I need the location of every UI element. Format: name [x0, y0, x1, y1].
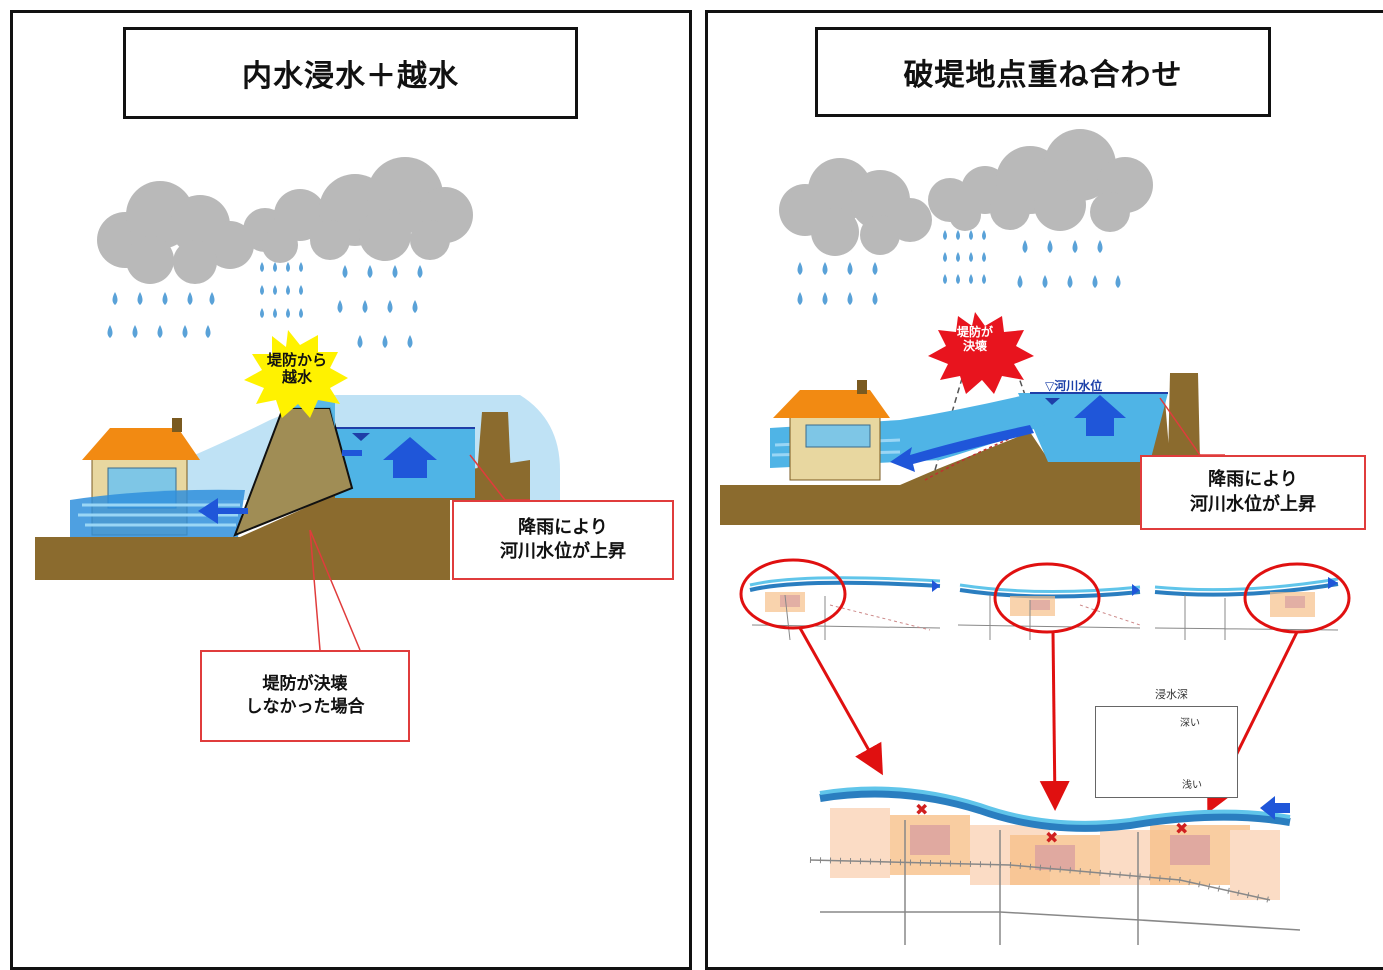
legend-deep-label: 深い: [1180, 718, 1200, 729]
right-flow-arrow: [890, 425, 1034, 472]
left-right-bank: [475, 412, 512, 500]
right-clouds: [779, 129, 1153, 256]
combined-map: ✖ ✖ ✖: [809, 786, 1301, 945]
legend-shallow-label: 浅い: [1182, 780, 1202, 791]
right-callout-rain: 降雨により 河川水位が上昇: [1140, 455, 1366, 530]
right-burst-text: 堤防が 決壊: [956, 325, 993, 353]
right-panel-title: 破堤地点重ね合わせ: [815, 27, 1271, 117]
svg-text:✖: ✖: [915, 800, 928, 819]
right-rain: [797, 230, 1121, 305]
right-right-bank: [1168, 373, 1200, 462]
left-panel-title: 内水浸水＋越水: [123, 27, 578, 119]
legend-title: 浸水深: [1155, 688, 1188, 701]
right-house: [773, 380, 890, 481]
right-burst: [928, 312, 1034, 394]
left-callout-levee-pointer: [309, 529, 361, 651]
mini-circle-1: [739, 558, 847, 630]
left-clouds: [97, 157, 473, 284]
svg-text:✖: ✖: [1045, 828, 1058, 847]
left-callout-levee: 堤防が決壊 しなかった場合: [200, 650, 410, 742]
legend-box: [1095, 706, 1238, 798]
left-flow-arrow: [198, 498, 248, 524]
svg-text:✖: ✖: [1175, 819, 1188, 838]
left-rise-arrow: [383, 437, 437, 478]
mini-maps: [749, 576, 1339, 641]
left-burst-text: 堤防から 越水: [266, 351, 327, 387]
right-ground: [720, 400, 1170, 525]
left-rain: [107, 262, 423, 348]
right-rise-arrow: [1074, 395, 1126, 436]
left-burst: [244, 330, 348, 418]
mini-circle-2: [993, 562, 1101, 634]
water-level-label: ▽河川水位: [1045, 379, 1103, 393]
left-callout-rain: 降雨により 河川水位が上昇: [452, 500, 674, 580]
